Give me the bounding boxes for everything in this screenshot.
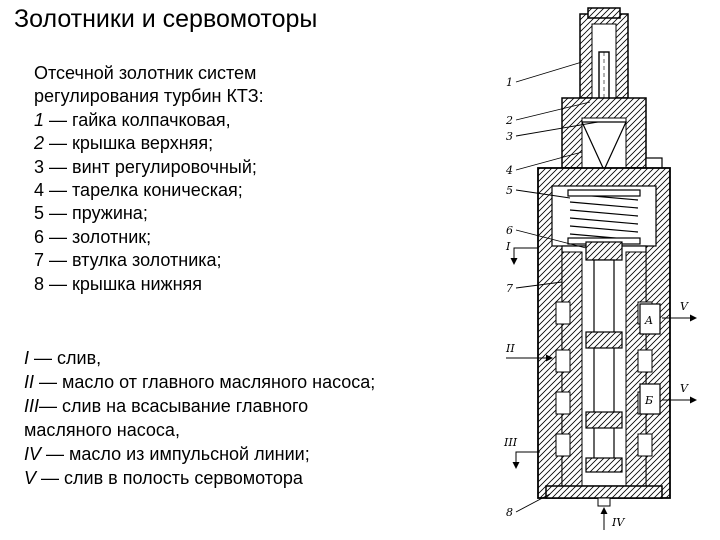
part-label-3: 3 xyxy=(506,130,513,143)
flow-code: III xyxy=(24,396,40,416)
legend-item: 7 — втулка золотника; xyxy=(34,249,334,272)
part-label-4: 4 xyxy=(505,164,513,177)
legend-item-number: 3 xyxy=(34,156,45,177)
flow-text: — слив, xyxy=(29,348,102,368)
leader-lines xyxy=(515,61,599,513)
flow-item: I — слив, xyxy=(24,346,474,370)
flow-item: II — масло от главного масляного насоса; xyxy=(24,370,474,394)
legend-item-number: 5 xyxy=(34,203,45,224)
flow-label-IV: IV xyxy=(611,516,625,529)
flow-text: — слив на всасывание главного xyxy=(39,396,309,416)
cavity-label-A: A xyxy=(644,314,653,327)
part-label-6: 6 xyxy=(506,224,513,237)
flow-code: I xyxy=(24,348,30,368)
flow-arrows xyxy=(506,247,697,530)
spool xyxy=(585,241,623,473)
slide-title: Золотники и сервомоторы xyxy=(14,5,318,33)
legend-item-number: 7 xyxy=(34,250,45,271)
flow-label-III: III xyxy=(503,436,518,449)
legend-item: 3 — винт регулировочный; xyxy=(34,156,334,179)
legend-item-number: 2 xyxy=(34,133,45,154)
cavity-b-box xyxy=(639,383,661,415)
legend-item-number: 8 xyxy=(34,273,45,294)
spool-valve-drawing: 1 2 3 4 5 6 7 8 I II III IV V V A Б xyxy=(503,7,697,530)
flow-label-I: I xyxy=(505,240,511,253)
flow-item: III— слив на всасывание главного xyxy=(24,394,474,418)
legend-item-text: — крышка нижняя xyxy=(44,273,203,294)
legend-heading-line2: регулирования турбин КТЗ: xyxy=(34,86,264,107)
legend-item: 8 — крышка нижняя xyxy=(34,273,334,296)
legend-item-text: — пружина; xyxy=(44,203,148,224)
flow-text: — масло из импульсной линии; xyxy=(41,444,310,464)
lower-cover xyxy=(545,485,663,507)
part-label-1: 1 xyxy=(506,76,513,89)
legend-item-text: — гайка колпачковая, xyxy=(44,109,231,130)
part-label-8: 8 xyxy=(506,506,513,519)
flow-item: IV — масло из импульсной линии; xyxy=(24,442,474,466)
legend-item: 5 — пружина; xyxy=(34,202,334,225)
flow-text: масляного насоса, xyxy=(24,420,180,440)
part-label-2: 2 xyxy=(505,114,513,127)
legend-item-text: — крышка верхняя; xyxy=(44,133,214,154)
flow-code: V xyxy=(24,468,37,488)
legend-item-text: — золотник; xyxy=(44,226,152,247)
legend-item: 1 — гайка колпачковая, xyxy=(34,109,334,132)
parts-legend: Отсечной золотник систем регулирования т… xyxy=(34,62,334,296)
legend-item-number: 6 xyxy=(34,226,45,247)
part-label-5: 5 xyxy=(506,184,513,197)
cavity-a-box xyxy=(639,303,661,335)
legend-item-number: 1 xyxy=(34,109,45,130)
flow-item: масляного насоса, xyxy=(24,418,474,442)
part-label-7: 7 xyxy=(506,282,513,295)
flow-item: V — слив в полость сервомотора xyxy=(24,466,474,490)
flow-text: — слив в полость сервомотора xyxy=(36,468,303,488)
legend-item: 6 — золотник; xyxy=(34,226,334,249)
legend-heading-line1: Отсечной золотник систем xyxy=(34,63,257,83)
flow-label-V-top: V xyxy=(680,300,689,313)
flow-code: IV xyxy=(24,444,42,464)
flow-label-V-bottom: V xyxy=(680,382,689,395)
flows-legend: I — слив, II — масло от главного масляно… xyxy=(24,346,474,490)
flow-text: — масло от главного масляного насоса; xyxy=(34,372,376,392)
legend-item-text: — втулка золотника; xyxy=(44,250,222,271)
flow-code: II xyxy=(24,372,35,392)
legend-item-text: — винт регулировочный; xyxy=(44,156,257,177)
legend-item-number: 4 xyxy=(34,180,45,201)
flow-label-II: II xyxy=(505,342,515,355)
legend-item-text: — тарелка коническая; xyxy=(44,180,243,201)
cavity-label-B: Б xyxy=(644,394,653,407)
legend-item: 4 — тарелка коническая; xyxy=(34,179,334,202)
upper-cover xyxy=(561,97,663,177)
legend-item: 2 — крышка верхняя; xyxy=(34,132,334,155)
